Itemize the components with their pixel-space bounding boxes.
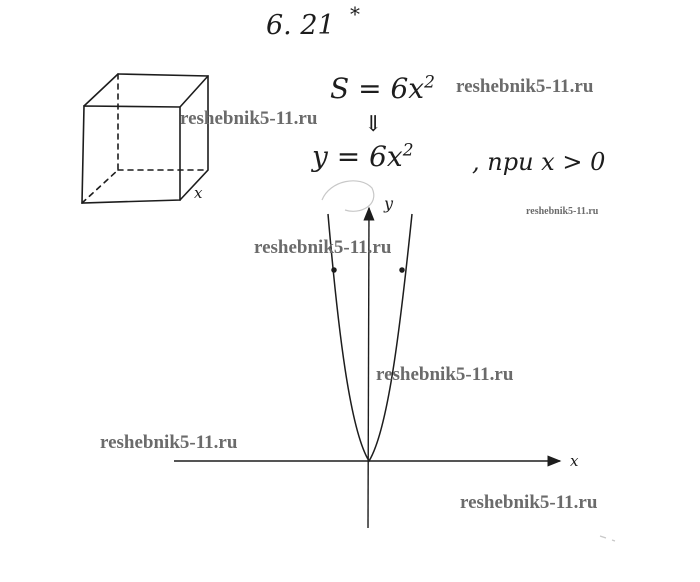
x-axis-label: x bbox=[570, 452, 579, 470]
right-curve-point bbox=[399, 267, 405, 273]
watermark-5: reshebnik5-11.ru bbox=[376, 364, 514, 385]
watermark-3: reshebnik5-11.ru bbox=[526, 206, 599, 217]
y-axis-line bbox=[363, 206, 375, 529]
function-formula: y = 6x2 bbox=[312, 140, 414, 173]
cube-edge-label: x bbox=[194, 184, 203, 202]
function-formula-rhs: 6x bbox=[369, 140, 403, 173]
area-formula: S = 6x2 bbox=[330, 72, 435, 105]
function-formula-exponent: 2 bbox=[402, 140, 414, 161]
watermark-4: reshebnik5-11.ru bbox=[254, 237, 392, 258]
parabola-curve bbox=[327, 213, 413, 463]
watermark-7: reshebnik5-11.ru bbox=[460, 492, 598, 513]
function-formula-lhs: y = bbox=[312, 140, 361, 173]
implies-arrow: ⇓ bbox=[364, 112, 383, 137]
area-formula-lhs: S = bbox=[330, 72, 382, 105]
watermark-6: reshebnik5-11.ru bbox=[100, 432, 238, 453]
area-formula-exponent: 2 bbox=[424, 72, 435, 93]
watermark-1: reshebnik5-11.ru bbox=[456, 76, 594, 97]
domain-condition: , при x > 0 bbox=[472, 148, 606, 176]
problem-number: 6. 21 bbox=[266, 10, 335, 41]
smudge-marks bbox=[321, 180, 616, 542]
y-axis-label: y bbox=[384, 194, 394, 213]
left-curve-point bbox=[331, 267, 337, 273]
cube-sketch bbox=[81, 73, 209, 204]
watermark-2: reshebnik5-11.ru bbox=[180, 108, 318, 129]
area-formula-rhs: 6x bbox=[390, 72, 425, 105]
problem-star-mark: * bbox=[350, 2, 360, 26]
graph-axes bbox=[174, 206, 562, 529]
